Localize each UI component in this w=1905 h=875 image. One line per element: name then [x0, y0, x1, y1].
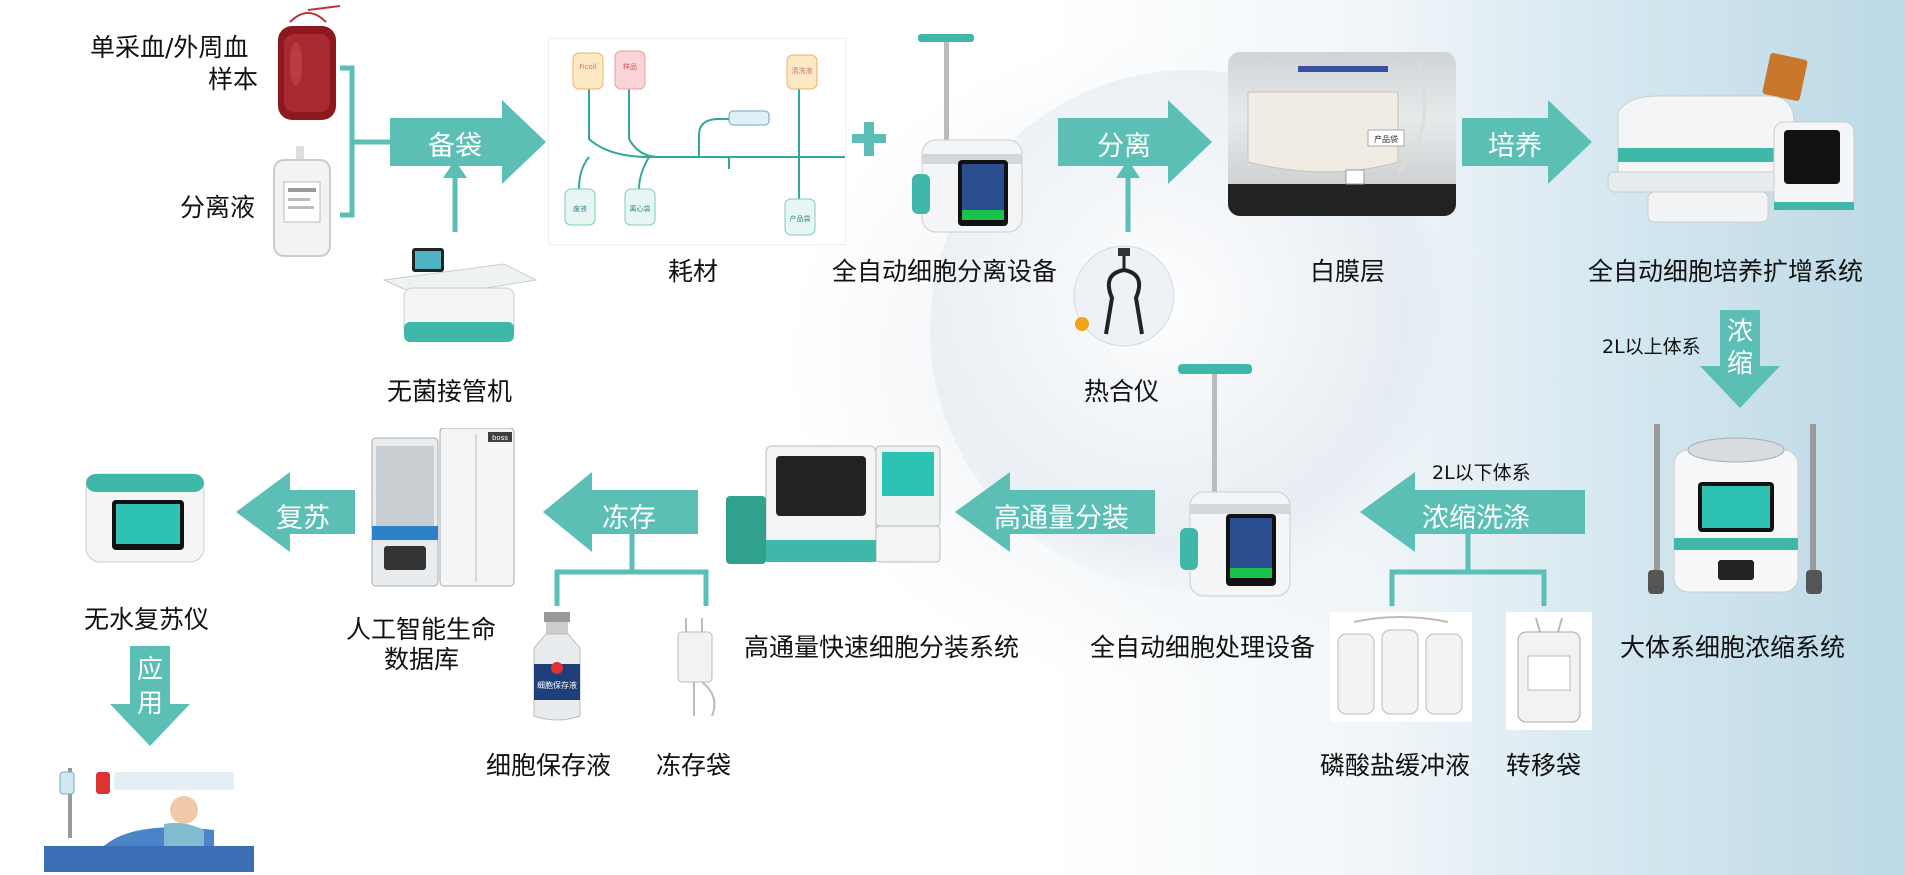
consumable-bag-1-text: Ficoll	[579, 63, 597, 71]
consumable-bag-2-text: 样品	[623, 62, 637, 71]
auto-processing-device-image	[1178, 364, 1291, 597]
culture-system-image	[1607, 53, 1855, 223]
label-concentration-system: 大体系细胞浓缩系统	[1620, 633, 1846, 662]
arrow-concentrate-label-1: 浓	[1726, 317, 1753, 347]
up-arrow-sealer-head	[1116, 160, 1140, 178]
buffy-product-text: 产品袋	[1374, 134, 1398, 144]
consumable-bag-4-text: 清洗液	[792, 66, 813, 75]
arrow-prepare-bag	[390, 100, 546, 184]
separation-fluid-bag-image	[273, 146, 331, 257]
arrow-concentrate-label-2: 缩	[1726, 349, 1753, 379]
preservation-bottle-text: 细胞保存液	[537, 680, 577, 690]
preservation-bottle-image: 细胞保存液	[533, 612, 581, 721]
arrow-dispense-label: 高通量分装	[994, 503, 1129, 534]
freezing-bag-image	[677, 618, 716, 717]
label-freezing-bag: 冻存袋	[656, 751, 732, 780]
label-transfer-bag: 转移袋	[1506, 751, 1582, 780]
label-culture-system: 全自动细胞培养扩增系统	[1588, 257, 1864, 286]
transfer-bag-image	[1506, 612, 1592, 730]
wash-bracket	[1389, 534, 1547, 606]
sterile-welder-image	[382, 248, 538, 342]
label-heat-sealer: 热合仪	[1084, 377, 1160, 406]
phosphate-buffer-image	[1330, 612, 1472, 722]
blood-bag-image	[278, 5, 341, 120]
label-blood-sample-line2: 样本	[208, 65, 259, 94]
arrow-culture	[1462, 100, 1592, 184]
cryo-bracket	[554, 534, 709, 606]
label-below-2l: 2L以下体系	[1432, 462, 1531, 484]
heat-sealer-image	[1073, 245, 1175, 347]
arrow-prepare-bag-label: 备袋	[428, 131, 482, 162]
arrow-culture-label: 培养	[1488, 131, 1542, 162]
label-auto-separation: 全自动细胞分离设备	[832, 257, 1058, 286]
arrow-apply-label-1: 应	[136, 655, 163, 685]
patient-application-image	[44, 768, 254, 872]
label-separation-fluid: 分离液	[180, 193, 256, 222]
label-ai-biobank-line2: 数据库	[384, 645, 460, 674]
input-bracket	[340, 65, 392, 218]
arrow-concentrate-wash	[1360, 472, 1585, 552]
label-buffy-coat: 白膜层	[1310, 257, 1386, 286]
arrow-cryopreserve-label: 冻存	[602, 503, 656, 534]
arrow-separate	[1058, 100, 1212, 184]
arrow-separate-label: 分离	[1097, 131, 1151, 162]
label-auto-processing: 全自动细胞处理设备	[1090, 633, 1316, 662]
ai-biobank-image: boss	[371, 428, 515, 587]
auto-separation-device-image	[912, 34, 1023, 233]
label-blood-sample: 单采血/外周血	[90, 33, 249, 62]
dispensing-system-image	[726, 445, 941, 564]
consumable-bag-5-text: 产品袋	[790, 214, 811, 223]
arrow-cryopreserve	[543, 472, 698, 552]
arrow-apply-label-2: 用	[136, 689, 163, 719]
buffy-coat-image: 产品袋	[1228, 52, 1456, 216]
label-sterile-welder: 无菌接管机	[387, 377, 513, 406]
label-phosphate-buffer: 磷酸盐缓冲液	[1320, 751, 1471, 780]
arrow-apply	[110, 646, 190, 746]
arrow-dispense	[955, 472, 1155, 552]
consumable-bag-3-text: 废液	[573, 204, 587, 213]
label-preservation-fluid: 细胞保存液	[486, 751, 612, 780]
label-ai-biobank: 人工智能生命	[346, 615, 497, 644]
label-dispensing-system: 高通量快速细胞分装系统	[744, 633, 1020, 662]
arrow-concentrate	[1700, 310, 1780, 408]
biobank-brand-text: boss	[492, 434, 508, 442]
arrow-thaw	[236, 472, 355, 552]
arrow-concentrate-wash-label: 浓缩洗涤	[1422, 503, 1530, 534]
label-waterless-thawer: 无水复苏仪	[84, 605, 210, 634]
up-arrow-welder-head	[443, 160, 467, 178]
concentration-system-image	[1648, 424, 1822, 594]
plus-v	[864, 122, 874, 156]
waterless-thawer-image	[85, 473, 205, 563]
consumable-bag-6-text: 离心袋	[630, 204, 651, 213]
arrow-thaw-label: 复苏	[276, 503, 330, 534]
label-consumables: 耗材	[668, 257, 719, 286]
consumables-kit-image: Ficoll 样品 清洗液 废液 离心袋 产品袋	[548, 38, 849, 245]
label-above-2l: 2L以上体系	[1602, 336, 1701, 358]
